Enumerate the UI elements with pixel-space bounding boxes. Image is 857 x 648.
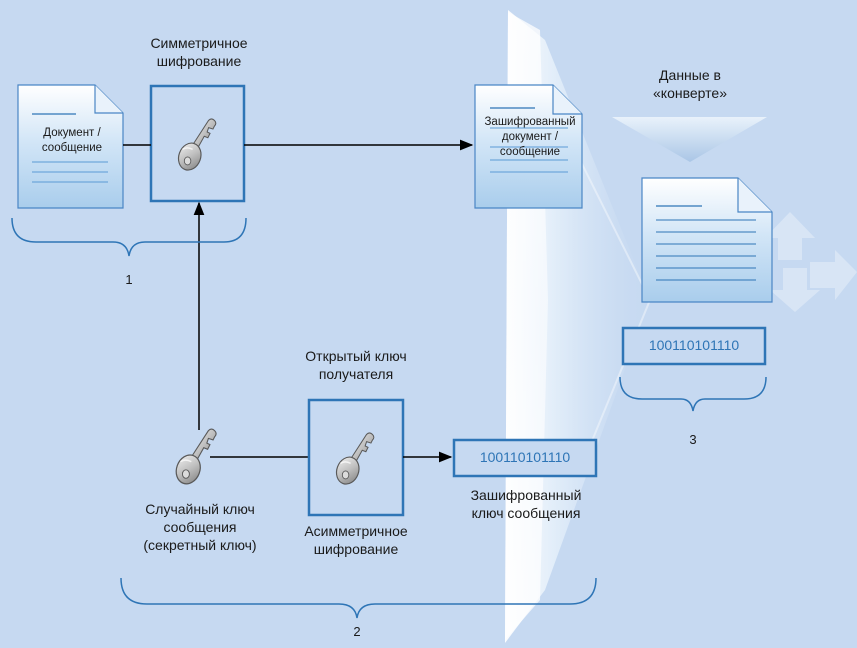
random-message-key-label-line-3: (секретный ключ) — [143, 537, 257, 553]
encrypted-document-text-line-2: документ / — [501, 131, 559, 143]
envelope-key-binary: 100110101110 — [648, 337, 740, 353]
brace-number-3: 3 — [689, 432, 697, 447]
source-document-text: Документ / сообщение — [22, 126, 122, 156]
random-key-icon — [171, 428, 218, 488]
encrypted-message-key-label-line-1: Зашифрованный — [470, 487, 582, 503]
random-message-key-label: Случайный ключ сообщения (секретный ключ… — [120, 500, 280, 554]
data-in-envelope-label: Данные в «конверте» — [630, 66, 750, 102]
symmetric-encryption-label-line-2: шифрование — [156, 53, 242, 69]
brace-2 — [120, 577, 597, 619]
asymmetric-encryption-label-line-2: шифрование — [313, 541, 399, 557]
source-document-text-line-1: Документ / — [43, 127, 101, 139]
brace-number-2: 2 — [353, 624, 361, 639]
encrypted-document-text-line-1: Зашифрованный — [484, 116, 576, 128]
data-in-envelope-label-line-2: «конверте» — [653, 85, 727, 101]
source-document-text-line-2: сообщение — [41, 142, 103, 154]
asymmetric-encryption-label: Асимметричное шифрование — [284, 522, 428, 558]
brace-1 — [11, 217, 247, 257]
asymmetric-encryption-label-line-1: Асимметричное — [304, 523, 408, 539]
encrypted-message-key-label: Зашифрованный ключ сообщения — [444, 486, 608, 522]
funnel-icon — [612, 117, 767, 162]
encrypted-document-text: Зашифрованный документ / сообщение — [472, 115, 588, 160]
encrypted-document-text-line-3: сообщение — [499, 146, 561, 158]
recipient-public-key-label: Открытый ключ получателя — [284, 347, 428, 383]
envelope-document-icon — [641, 177, 773, 303]
symmetric-encryption-label: Симметричное шифрование — [130, 34, 268, 70]
encrypted-key-binary: 100110101110 — [479, 449, 571, 465]
random-message-key-label-line-1: Случайный ключ — [145, 501, 255, 517]
encrypted-key-box — [452, 438, 598, 478]
recipient-public-key-label-line-2: получателя — [318, 366, 394, 382]
brace-number-1: 1 — [125, 272, 133, 287]
encrypted-document-icon — [474, 84, 583, 209]
brace-3 — [619, 376, 767, 412]
source-document-icon — [17, 84, 124, 209]
recycle-arrows-icon — [765, 212, 857, 312]
recipient-public-key-label-line-1: Открытый ключ — [305, 348, 407, 364]
symmetric-encryption-label-line-1: Симметричное — [150, 35, 248, 51]
random-message-key-label-line-2: сообщения — [163, 519, 237, 535]
envelope-key-box — [621, 326, 767, 366]
encrypted-message-key-label-line-2: ключ сообщения — [471, 505, 581, 521]
data-in-envelope-label-line-1: Данные в — [659, 67, 721, 83]
